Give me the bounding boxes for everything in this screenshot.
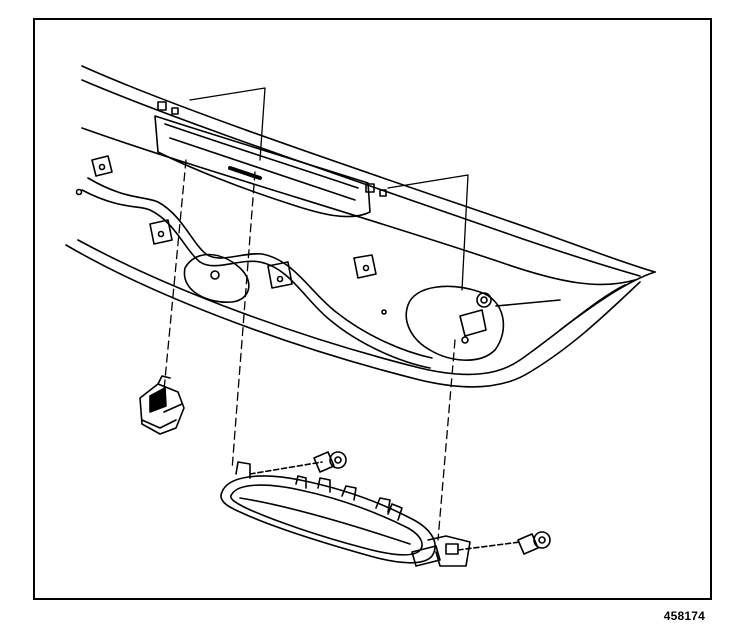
stop-lamp-assembly — [221, 462, 520, 566]
figure-frame — [33, 18, 712, 600]
inner-panel-contour — [82, 178, 560, 368]
figure-number: 458174 — [663, 609, 705, 623]
mounting-bolt-left — [314, 452, 346, 472]
lamp-connector — [140, 376, 184, 434]
panel-bosses — [77, 156, 387, 314]
lamp-opening — [155, 102, 386, 217]
projection-lines — [164, 88, 468, 540]
mounting-bolt-right — [518, 532, 550, 554]
rear-panel — [66, 66, 655, 387]
